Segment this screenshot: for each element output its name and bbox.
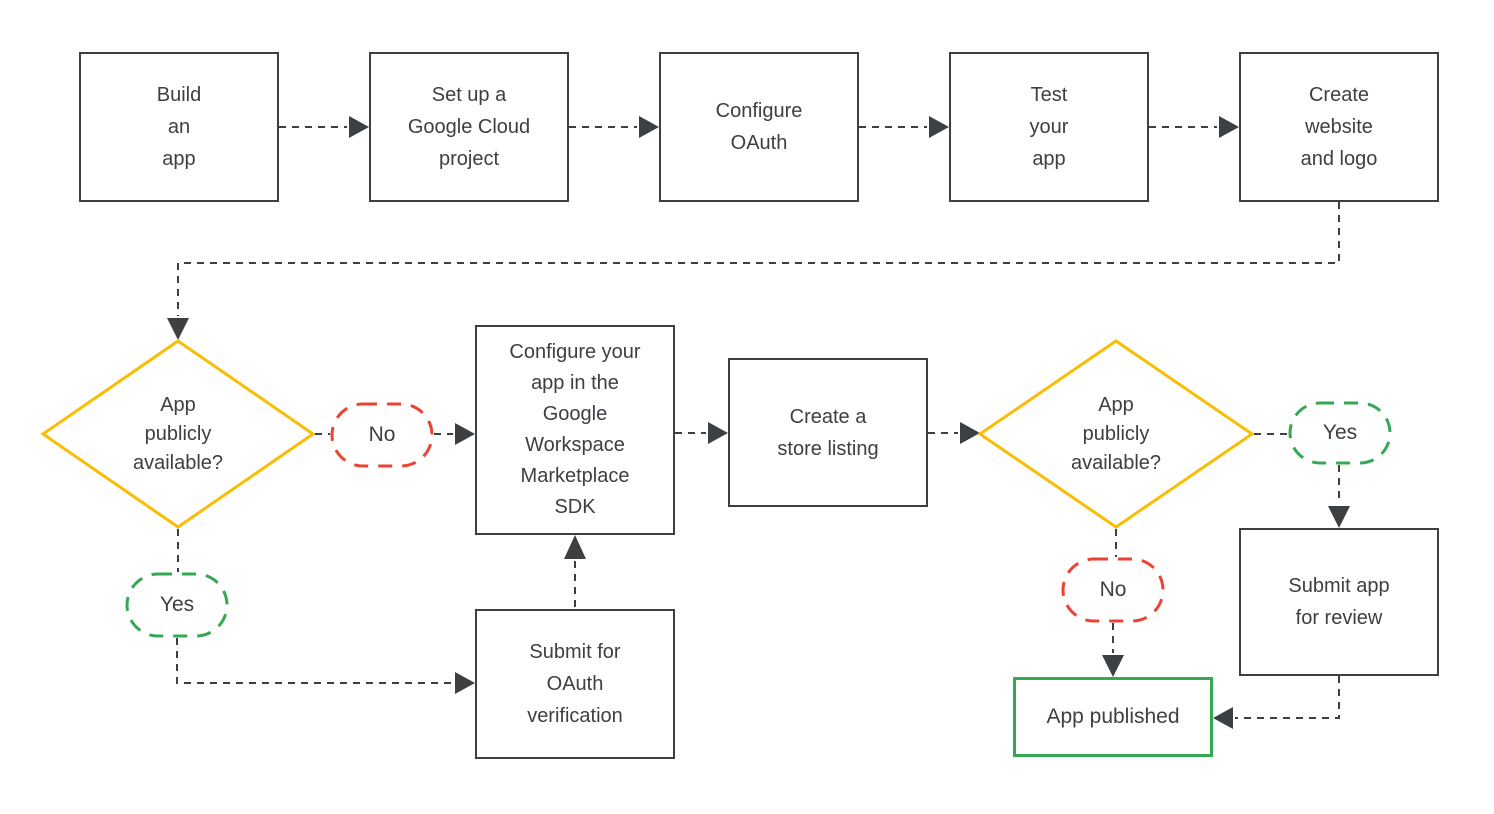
connector-build-to-setup [279,116,369,138]
connector-store-to-decision2 [928,422,980,444]
decision-1-app-publicly-available: App publicly available? [132,393,224,474]
yes-2-pill [1288,401,1392,465]
connector-test-to-website [1149,116,1239,138]
node-submit-oauth-verification: Submit for OAuth verification [475,609,675,759]
connector-website-to-decision1 [167,202,1340,340]
decision-2-diamond [977,339,1255,529]
edge-label-yes-1: Yes [159,592,195,616]
node-submit-app-review: Submit app for review [1239,528,1439,676]
node-build-app: Build an app [79,52,279,202]
node-app-published: App published [1013,677,1213,757]
node-configure-oauth: Configure OAuth [659,52,859,202]
connector-decision1-yes-to-verification [176,529,475,694]
edge-label-no-2: No [1099,577,1127,601]
node-create-website-logo: Create website and logo [1239,52,1439,202]
connector-oauth-to-test [859,116,949,138]
node-create-store-listing: Create a store listing [728,358,928,507]
no-2-pill [1061,557,1165,623]
connector-sdk-to-store [675,422,728,444]
decision-1-diamond [40,339,316,529]
connector-decision2-yes-to-review [1254,433,1350,528]
connector-decision2-no-to-published [1102,529,1124,677]
connector-verification-to-sdk [564,535,586,607]
no-1-pill [330,402,434,468]
edge-label-no-1: No [368,422,396,446]
connector-decision1-no-to-sdk [315,423,475,445]
edge-label-yes-2: Yes [1322,420,1358,444]
node-configure-marketplace-sdk: Configure your app in the Google Workspa… [475,325,675,535]
decision-2-app-publicly-available: App publicly available? [1070,393,1162,474]
connector-review-to-published [1213,676,1340,729]
connector-setup-to-oauth [569,116,659,138]
yes-1-pill [125,572,229,638]
node-setup-gcp-project: Set up a Google Cloud project [369,52,569,202]
node-test-app: Test your app [949,52,1149,202]
